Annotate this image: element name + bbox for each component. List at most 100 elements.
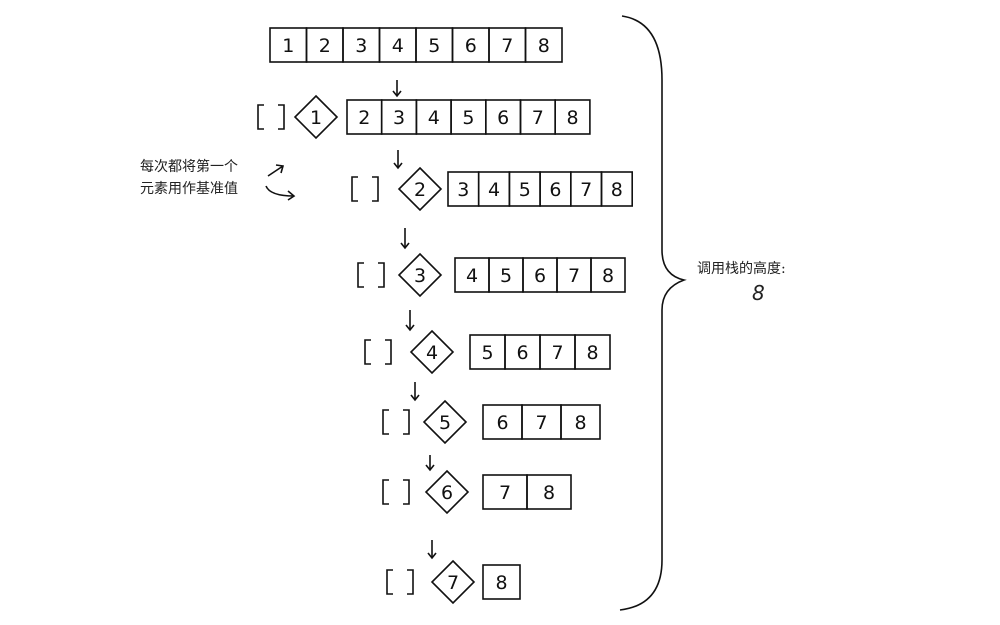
array-cell-value: 5: [519, 179, 531, 201]
annotation-arrow-icon: [267, 164, 285, 177]
pivot-diamond: [422, 399, 468, 445]
pivot-diamond: [409, 329, 455, 375]
array-cell-value: 6: [549, 179, 561, 201]
array-cell-value: 5: [462, 107, 474, 129]
array-cell-value: 3: [355, 35, 367, 57]
array-cell-value: 8: [611, 179, 623, 201]
empty-array-left-bracket: [357, 262, 364, 288]
annotation-arrow-icon: [265, 185, 296, 201]
down-arrow-icon: [400, 242, 410, 250]
array-cell-value: 4: [428, 107, 440, 129]
array-cell-value: 6: [465, 35, 477, 57]
array-cell-value: 1: [282, 35, 294, 57]
right-subarray: 5 6 7 8: [469, 334, 611, 370]
empty-array-right-bracket: [372, 176, 379, 202]
array-cell-value: 5: [500, 265, 512, 287]
pivot-annotation: 每次都将第一个 元素用作基准值: [140, 156, 238, 200]
empty-array-left-bracket: [386, 569, 393, 595]
array-cell: [600, 171, 634, 207]
pivot-diamond: [293, 94, 339, 140]
array-cell-value: 6: [534, 265, 546, 287]
array-cell-value: 6: [497, 107, 509, 129]
array-cell-value: 6: [516, 342, 528, 364]
array-cell-value: 7: [499, 482, 511, 504]
array-cell-value: 8: [574, 412, 586, 434]
recursive-call-row: 7: [386, 559, 476, 605]
array-cell: [574, 334, 611, 370]
down-arrow-icon: [410, 394, 420, 402]
pivot-value: 5: [439, 412, 451, 434]
down-arrow-icon: [427, 552, 437, 560]
array-cell-value: 5: [428, 35, 440, 57]
annotation-line2: 元素用作基准值: [140, 181, 238, 197]
empty-array-right-bracket: [278, 104, 285, 130]
pivot-value: 6: [441, 482, 453, 504]
array-cell: [524, 27, 563, 63]
down-arrow-icon: [393, 162, 403, 170]
pivot-value: 7: [447, 572, 459, 594]
array-cell-value: 8: [538, 35, 550, 57]
array-cell-value: 8: [567, 107, 579, 129]
pivot-diamond: [430, 559, 476, 605]
array-cell: [590, 257, 626, 293]
array-cell-value: 4: [488, 179, 500, 201]
pivot-diamond: [397, 166, 443, 212]
array-cell-value: 2: [358, 107, 370, 129]
pivot-value: 3: [414, 265, 426, 287]
array-cell-value: 8: [495, 572, 507, 594]
down-arrow-icon: [405, 324, 415, 332]
array-cell-value: 3: [457, 179, 469, 201]
empty-array-right-bracket: [403, 479, 410, 505]
right-subarray: 8: [482, 564, 521, 600]
pivot-value: 4: [426, 342, 438, 364]
empty-array-left-bracket: [351, 176, 358, 202]
empty-array-left-bracket: [382, 479, 389, 505]
array-cell-value: 4: [466, 265, 478, 287]
array-cell-value: 2: [319, 35, 331, 57]
pivot-diamond: [397, 252, 443, 298]
down-arrow-icon: [425, 464, 435, 472]
call-stack-brace: [619, 15, 687, 611]
pivot-value: 1: [310, 107, 322, 129]
array-cell-value: 7: [501, 35, 513, 57]
array-cell-value: 5: [481, 342, 493, 364]
array-cell: [526, 474, 572, 510]
empty-array-right-bracket: [378, 262, 385, 288]
pivot-value: 2: [414, 179, 426, 201]
down-arrow-icon: [392, 90, 402, 98]
array-cell-value: 6: [496, 412, 508, 434]
stack-height-label: 调用栈的高度:: [697, 261, 786, 277]
empty-array-left-bracket: [257, 104, 264, 130]
array-cell-value: 4: [392, 35, 404, 57]
recursive-call-row: 5: [382, 399, 468, 445]
recursive-call-row: 1: [257, 94, 339, 140]
array-cell-value: 7: [580, 179, 592, 201]
array-cell-value: 3: [393, 107, 405, 129]
right-subarray: 6 7 8: [482, 404, 601, 440]
array-cell-value: 8: [543, 482, 555, 504]
stack-height-value: 8: [752, 281, 765, 305]
annotation-line1: 每次都将第一个: [140, 159, 238, 175]
array-cell-value: 7: [568, 265, 580, 287]
array-cell-value: 7: [532, 107, 544, 129]
recursive-call-row: 4: [364, 329, 455, 375]
empty-array-right-bracket: [385, 339, 392, 365]
array-cell-value: 7: [551, 342, 563, 364]
initial-array: 1 2 3 4 5 6 7 8: [269, 27, 563, 63]
array-cell: [554, 99, 591, 135]
array-cell: [482, 564, 521, 600]
recursive-call-row: 3: [357, 252, 443, 298]
recursive-call-row: 2: [351, 166, 443, 212]
array-cell: [560, 404, 601, 440]
empty-array-right-bracket: [407, 569, 414, 595]
empty-array-left-bracket: [364, 339, 371, 365]
array-cell-value: 8: [586, 342, 598, 364]
empty-array-right-bracket: [403, 409, 410, 435]
pivot-diamond: [424, 469, 470, 515]
array-cell-value: 7: [535, 412, 547, 434]
